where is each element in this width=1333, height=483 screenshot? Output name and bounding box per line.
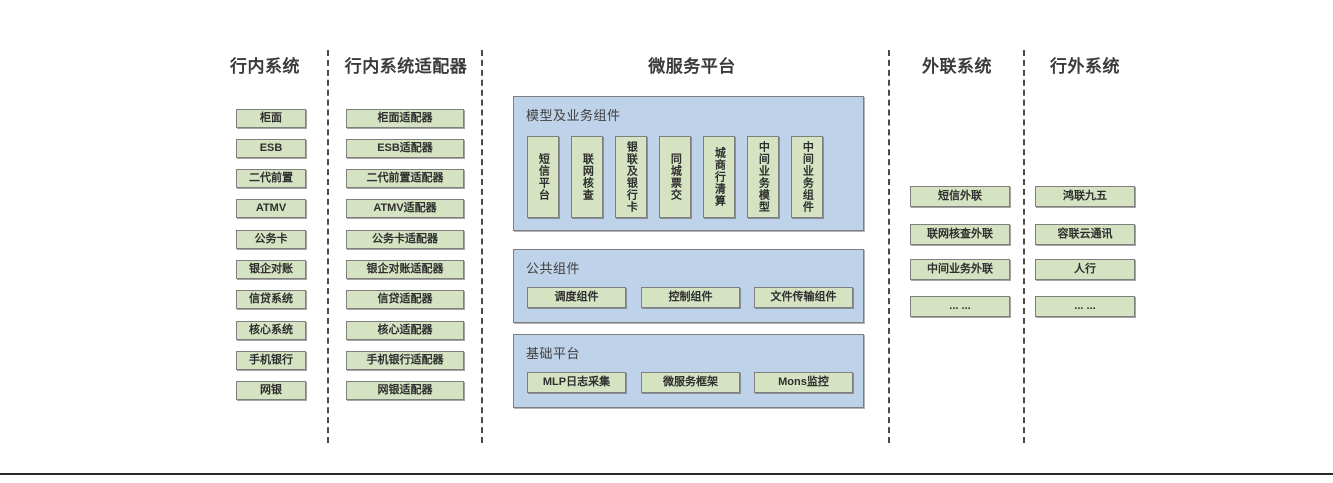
node-outside-system[interactable]: ... ... [1035, 296, 1135, 317]
column-divider-1 [327, 50, 329, 443]
panel-label-base-platform: 基础平台 [526, 346, 581, 361]
node-external-link-system[interactable]: 中间业务外联 [910, 259, 1010, 280]
node-internal-system[interactable]: 手机银行 [236, 351, 306, 370]
column-divider-3 [888, 50, 890, 443]
node-internal-system[interactable]: 信贷系统 [236, 290, 306, 309]
node-internal-system[interactable]: 公务卡 [236, 230, 306, 249]
node-internal-adapter[interactable]: 银企对账适配器 [346, 260, 464, 279]
node-internal-system[interactable]: ATMV [236, 199, 306, 218]
node-internal-system[interactable]: 二代前置 [236, 169, 306, 188]
node-public-component[interactable]: 调度组件 [527, 287, 626, 308]
node-base-platform-component[interactable]: MLP日志采集 [527, 372, 626, 393]
panel-public-components: 公共组件 [513, 249, 864, 323]
node-model-component[interactable]: 同城票交 [659, 136, 691, 218]
node-model-component[interactable]: 中间业务组件 [791, 136, 823, 218]
node-external-link-system[interactable]: 联网核查外联 [910, 224, 1010, 245]
bottom-rule [0, 473, 1333, 475]
node-base-platform-component[interactable]: Mons监控 [754, 372, 853, 393]
node-internal-adapter[interactable]: 公务卡适配器 [346, 230, 464, 249]
column-title-external-link-systems: 外联系统 [922, 57, 992, 76]
node-external-link-system[interactable]: ... ... [910, 296, 1010, 317]
node-internal-adapter[interactable]: ESB适配器 [346, 139, 464, 158]
node-internal-adapter[interactable]: 信贷适配器 [346, 290, 464, 309]
node-internal-adapter[interactable]: 核心适配器 [346, 321, 464, 340]
node-internal-system[interactable]: ESB [236, 139, 306, 158]
node-outside-system[interactable]: 容联云通讯 [1035, 224, 1135, 245]
panel-base-platform: 基础平台 [513, 334, 864, 408]
column-divider-4 [1023, 50, 1025, 443]
node-model-component[interactable]: 银联及银行卡 [615, 136, 647, 218]
node-public-component[interactable]: 文件传输组件 [754, 287, 853, 308]
node-internal-adapter[interactable]: 柜面适配器 [346, 109, 464, 128]
panel-label-model-business-components: 模型及业务组件 [526, 108, 621, 123]
node-internal-system[interactable]: 柜面 [236, 109, 306, 128]
column-title-microservice-platform: 微服务平台 [648, 57, 736, 76]
column-divider-2 [481, 50, 483, 443]
node-external-link-system[interactable]: 短信外联 [910, 186, 1010, 207]
column-title-outside-systems: 行外系统 [1050, 57, 1120, 76]
node-internal-adapter[interactable]: 手机银行适配器 [346, 351, 464, 370]
node-public-component[interactable]: 控制组件 [641, 287, 740, 308]
column-title-internal-adapters: 行内系统适配器 [344, 57, 468, 76]
node-internal-system[interactable]: 核心系统 [236, 321, 306, 340]
node-outside-system[interactable]: 鸿联九五 [1035, 186, 1135, 207]
node-internal-adapter[interactable]: 二代前置适配器 [346, 169, 464, 188]
node-internal-adapter[interactable]: 网银适配器 [346, 381, 464, 400]
node-model-component[interactable]: 联网核查 [571, 136, 603, 218]
node-internal-system[interactable]: 网银 [236, 381, 306, 400]
node-model-component[interactable]: 短信平台 [527, 136, 559, 218]
node-internal-system[interactable]: 银企对账 [236, 260, 306, 279]
node-model-component[interactable]: 中间业务模型 [747, 136, 779, 218]
node-internal-adapter[interactable]: ATMV适配器 [346, 199, 464, 218]
column-title-internal-systems: 行内系统 [230, 57, 300, 76]
node-outside-system[interactable]: 人行 [1035, 259, 1135, 280]
node-model-component[interactable]: 城商行清算 [703, 136, 735, 218]
panel-label-public-components: 公共组件 [526, 261, 581, 276]
node-base-platform-component[interactable]: 微服务框架 [641, 372, 740, 393]
